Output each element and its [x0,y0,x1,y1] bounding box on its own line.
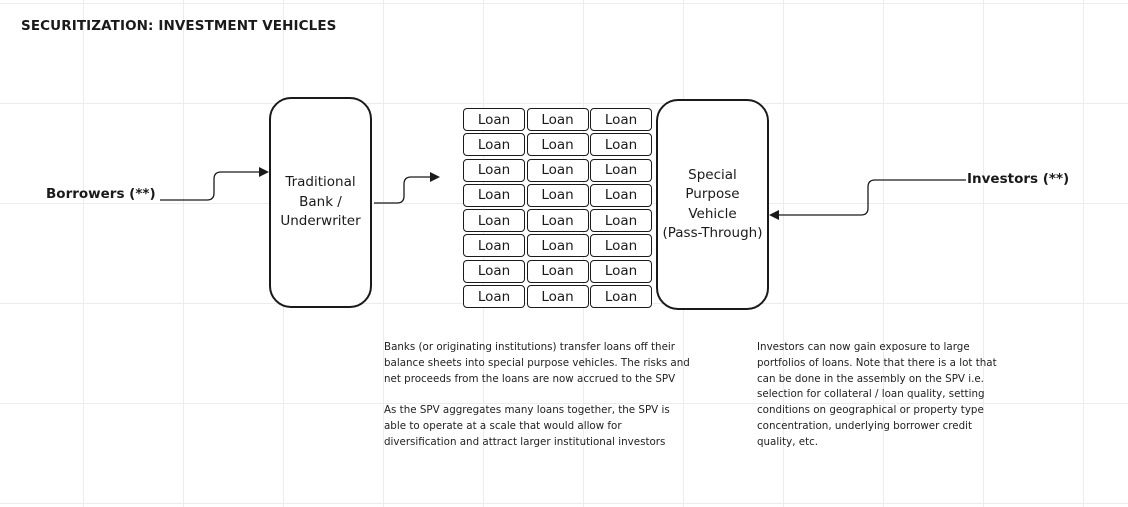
bank-explanation-note: Banks (or originating institutions) tran… [384,340,694,451]
loan-box: Loan [526,285,589,309]
borrowers-label: Borrowers (**) [46,186,156,202]
loan-box: Loan [590,209,652,233]
loan-box: Loan [590,183,652,207]
loan-box: Loan [463,234,525,258]
investors-label: Investors (**) [967,171,1070,187]
loan-box: Loan [590,285,652,309]
bank-note-paragraph-1: Banks (or originating institutions) tran… [384,341,690,385]
borrowers-to-bank-arrow [160,167,269,201]
loan-box: Loan [463,209,525,233]
loan-box: Loan [526,183,589,207]
spv-box: Special Purpose Vehicle (Pass-Through) [656,99,769,310]
loan-box: Loan [590,234,652,258]
loan-box: Loan [463,285,525,309]
traditional-bank-label: Traditional Bank / Underwriter [280,174,361,230]
bank-to-loans-arrow [374,172,440,204]
loan-box: Loan [463,158,525,182]
traditional-bank-box: Traditional Bank / Underwriter [269,97,372,308]
investor-note-paragraph: Investors can now gain exposure to large… [757,341,997,448]
spv-label: Special Purpose Vehicle (Pass-Through) [662,166,763,242]
loan-box: Loan [526,158,589,182]
investors-to-spv-arrow [769,179,966,220]
loan-box: Loan [526,133,589,157]
loan-box: Loan [526,259,589,283]
loan-box: Loan [590,259,652,283]
loan-box: Loan [590,158,652,182]
loan-box: Loan [526,234,589,258]
loan-box: Loan [590,133,652,157]
investor-explanation-note: Investors can now gain exposure to large… [757,340,1003,451]
diagram-title: SECURITIZATION: INVESTMENT VEHICLES [21,18,337,34]
loan-box: Loan [463,183,525,207]
loan-box: Loan [463,259,525,283]
loan-box: Loan [463,133,525,157]
loan-box: Loan [463,108,525,131]
bank-note-paragraph-2: As the SPV aggregates many loans togethe… [384,404,670,448]
loan-box: Loan [526,108,589,131]
loan-box: Loan [590,108,652,131]
loan-box: Loan [526,209,589,233]
